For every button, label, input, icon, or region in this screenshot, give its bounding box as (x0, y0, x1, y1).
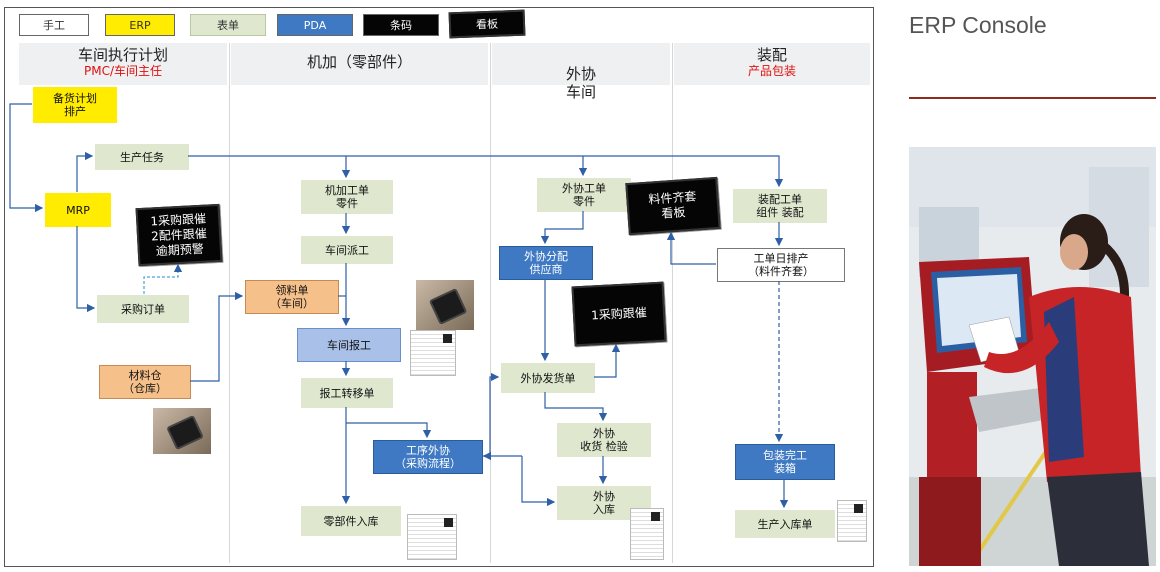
production-task-node[interactable]: 生产任务 (95, 144, 189, 170)
pda-report-photo (416, 280, 474, 330)
outsource-order-node[interactable]: 外协工单 零件 (537, 178, 631, 212)
machining-order-node[interactable]: 机加工单 零件 (301, 180, 393, 214)
column-header-assembly: 装配 产品包装 (674, 43, 870, 85)
lane-divider (672, 43, 673, 563)
column-title: 机加（零部件） (306, 53, 412, 71)
pda-scan-photo (153, 408, 211, 454)
process-flow-diagram: 手工 ERP 表单 PDA 条码 看板 车间执行计划 PMC/车间主任 机加（零… (4, 7, 874, 567)
panel-title: ERP Console (909, 12, 1047, 38)
legend-form: 表单 (190, 14, 266, 36)
report-form-document (410, 330, 456, 376)
outsource-process-node[interactable]: 工序外协 （采购流程） (373, 440, 483, 474)
outsource-receive-node[interactable]: 外协 收货 检验 (557, 423, 651, 457)
finished-form-document (837, 500, 867, 542)
lane-divider (490, 43, 491, 563)
outsource-delivery-node[interactable]: 外协发货单 (501, 363, 595, 393)
column-title: 外协 车间 (565, 65, 596, 101)
transfer-order-node[interactable]: 报工转移单 (301, 378, 393, 408)
parts-inbound-node[interactable]: 零部件入库 (301, 506, 401, 536)
column-title: 车间执行计划 (77, 46, 168, 64)
column-header-machining: 机加（零部件） (231, 43, 488, 85)
workshop-report-node[interactable]: 车间报工 (297, 328, 401, 362)
column-title: 装配 (756, 46, 787, 64)
title-rule (909, 97, 1156, 99)
inbound-form-document (407, 514, 457, 560)
lane-divider (229, 43, 230, 563)
column-header-plan: 车间执行计划 PMC/车间主任 (19, 43, 227, 85)
legend-barcode: 条码 (363, 14, 439, 36)
column-subtitle: 产品包装 (747, 64, 796, 78)
pick-list-node[interactable]: 领料单 （车间） (245, 280, 339, 314)
legend-manual: 手工 (19, 14, 89, 36)
outsource-form-document (630, 508, 664, 560)
legend-erp: ERP (105, 14, 175, 36)
outsource-assign-node[interactable]: 外协分配 供应商 (499, 246, 593, 280)
mrp-node[interactable]: MRP (45, 193, 111, 227)
prep-plan-node[interactable]: 备货计划 排产 (33, 87, 117, 123)
order-schedule-node[interactable]: 工单日排产 （料件齐套） (717, 248, 845, 282)
material-store-node[interactable]: 材料仓 （仓库） (99, 365, 191, 399)
operator-terminal-photo (909, 147, 1156, 566)
column-header-outsource: 外协 车间 (492, 43, 670, 101)
purchase-followup-board-2[interactable]: 1采购跟催 (571, 281, 667, 347)
column-subtitle: PMC/车间主任 (83, 64, 162, 78)
purchase-order-node[interactable]: 采购订单 (97, 295, 189, 323)
finished-inbound-node[interactable]: 生产入库单 (735, 510, 835, 538)
assembly-order-node[interactable]: 装配工单 组件 装配 (733, 189, 827, 223)
purchase-followup-board[interactable]: 1采购跟催 2配件跟催 逾期预警 (135, 203, 223, 267)
workshop-dispatch-node[interactable]: 车间派工 (301, 236, 393, 264)
kitting-board[interactable]: 料件齐套 看板 (625, 176, 721, 236)
pack-complete-node[interactable]: 包装完工 装箱 (735, 444, 835, 480)
legend-kanban: 看板 (448, 9, 526, 39)
legend-pda: PDA (277, 14, 353, 36)
